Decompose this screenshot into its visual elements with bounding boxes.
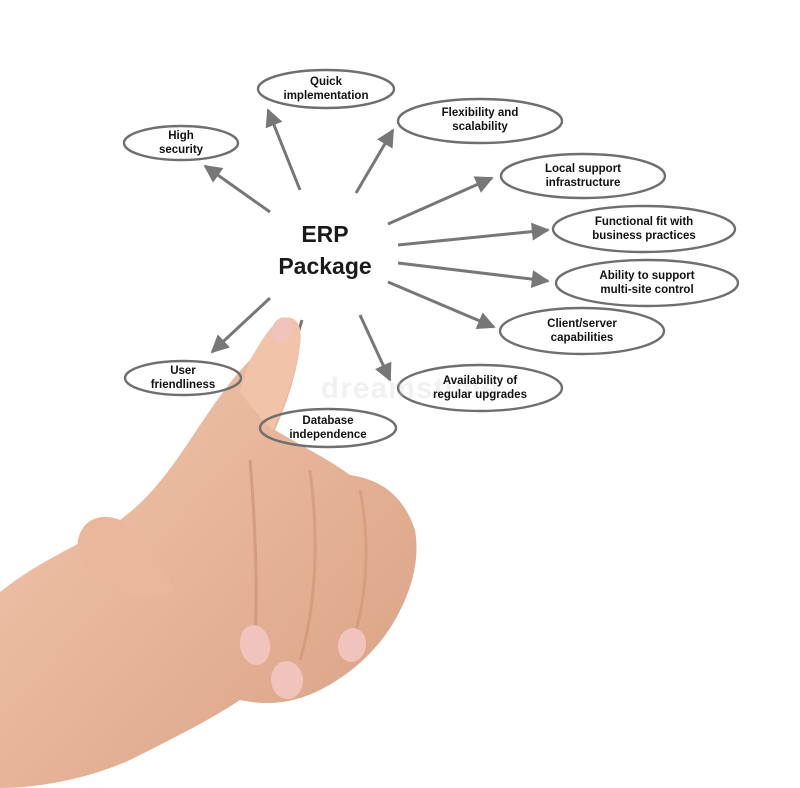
node-user-friendliness: User friendliness [128,363,238,393]
node-regular-upgrades-line1: Availability of [442,375,518,387]
ellipse-local-support [499,152,667,200]
ellipse-regular-upgrades [396,363,564,413]
node-client-server: Client/server capabilities [502,315,662,347]
center-title-line1: ERP [301,221,349,247]
node-flexibility-scalability-line2: scalability [452,121,508,133]
nail-pinky [337,628,367,662]
node-ellipses-group [122,68,740,449]
ellipse-user-friendliness [123,359,243,397]
arrow-local-support [387,176,494,226]
node-multi-site-line1: Ability to support [599,270,695,282]
node-flexibility-scalability: Flexibility and scalability [400,104,560,136]
ellipse-high-security [122,124,240,162]
node-multi-site: Ability to support multi-site control [559,267,735,299]
arrow-user-friendliness [210,296,272,354]
node-local-support: Local support infrastructure [503,160,663,192]
node-functional-fit-line2: business practices [592,230,696,242]
ellipse-functional-fit [551,204,737,254]
node-client-server-line1: Client/server [547,318,617,330]
node-quick-implementation: Quick implementation [262,74,390,104]
nail-ring [270,661,304,699]
node-high-security: High security [126,128,236,158]
node-high-security-line2: security [158,144,204,156]
center-title-line2: Package [278,253,372,279]
node-local-support-line1: Local support [544,163,622,175]
ellipse-multi-site [554,258,740,308]
arrow-high-security [203,164,271,214]
node-quick-implementation-line2: implementation [283,90,369,102]
node-local-support-line2: infrastructure [545,177,621,189]
arrow-client-server [387,280,496,329]
node-regular-upgrades-line2: regular upgrades [433,389,527,401]
arrow-regular-upgrades [358,314,392,382]
node-functional-fit-line1: Functional fit with [594,216,694,228]
node-database-independence-line2: independence [289,429,367,441]
ellipse-quick-implementation [256,68,396,110]
nail-index [271,317,293,343]
node-regular-upgrades: Availability of regular upgrades [400,372,560,404]
node-flexibility-scalability-line1: Flexibility and [441,107,519,119]
node-functional-fit: Functional fit with business practices [556,213,732,245]
node-user-friendliness-line1: User [170,365,196,377]
node-high-security-line1: High [168,130,194,142]
ellipse-client-server [498,306,666,356]
node-multi-site-line2: multi-site control [600,284,694,296]
node-user-friendliness-line2: friendliness [150,379,216,391]
pointing-hand-image [0,317,417,788]
arrow-functional-fit [397,222,550,247]
arrow-flexibility-scalability [354,128,395,194]
node-client-server-line2: capabilities [550,332,614,344]
ellipse-database-independence [258,407,398,449]
node-database-independence-line1: Database [302,415,354,427]
ellipse-flexibility-scalability [396,97,564,145]
watermark-text: dreamstime [320,372,500,405]
arrow-multi-site [397,261,550,289]
arrow-quick-implementation [265,108,302,191]
node-database-independence: Database independence [264,413,392,443]
center-title: ERP Package [250,218,400,282]
nail-middle [239,625,271,665]
node-quick-implementation-line1: Quick [310,76,342,88]
